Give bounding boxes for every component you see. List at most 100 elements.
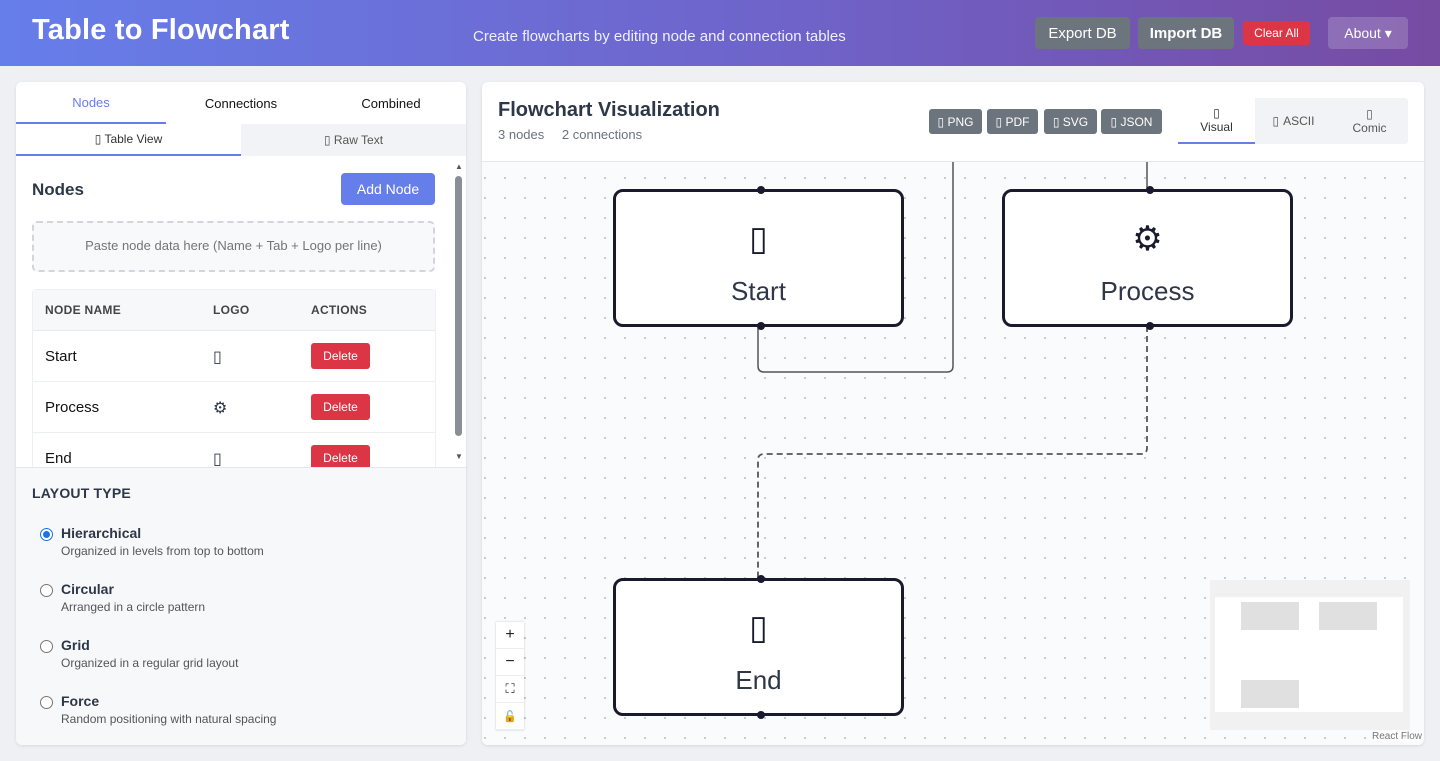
layout-option-circular[interactable]: Circular Arranged in a circle pattern [40, 581, 440, 621]
radio-force[interactable] [40, 696, 53, 709]
fit-view-icon[interactable]: ⛶ [496, 676, 524, 703]
tab-table-view[interactable]: ▯ Table View [16, 124, 241, 156]
ascii-icon: ▯ [1272, 114, 1280, 128]
tab-visual[interactable]: ▯ Visual [1178, 98, 1255, 144]
scroll-thumb[interactable] [455, 176, 462, 436]
scroll-down-icon[interactable]: ▼ [455, 452, 463, 461]
node-handle-bottom[interactable] [757, 322, 765, 330]
table-row: Start ▯ Delete [33, 331, 435, 382]
export-pdf-button[interactable]: ▯ PDF [987, 109, 1038, 134]
about-menu-button[interactable]: About ▾ [1328, 17, 1408, 49]
delete-node-button[interactable]: Delete [311, 394, 370, 420]
tab-ascii[interactable]: ▯ ASCII [1255, 98, 1332, 144]
layout-option-hierarchical[interactable]: Hierarchical Organized in levels from to… [40, 525, 440, 565]
radio-grid[interactable] [40, 640, 53, 653]
node-name-cell[interactable]: Start [45, 348, 77, 365]
minimap-node [1319, 602, 1377, 630]
minimap[interactable] [1210, 580, 1410, 730]
node-handle-bottom[interactable] [1146, 322, 1154, 330]
tab-label: ASCII [1283, 114, 1315, 128]
react-flow-attribution[interactable]: React Flow [1372, 731, 1423, 742]
add-node-button[interactable]: Add Node [341, 173, 435, 205]
radio-circular[interactable] [40, 584, 53, 597]
column-header-actions: ACTIONS [311, 303, 368, 317]
layout-title: LAYOUT TYPE [32, 485, 131, 501]
view-mode-tabs: ▯ Table View ▯ Raw Text [16, 124, 466, 156]
connection-count: 2 connections [561, 127, 643, 142]
edge-process-to-end[interactable] [757, 326, 1148, 580]
tab-combined[interactable]: Combined [316, 82, 466, 124]
comic-icon: ▯ [1366, 107, 1373, 121]
flow-node-process[interactable]: ⚙ Process [1002, 186, 1293, 330]
export-svg-button[interactable]: ▯ SVG [1044, 109, 1097, 134]
node-logo-cell[interactable]: ⚙ [213, 400, 228, 417]
visual-icon: ▯ [1213, 106, 1220, 120]
option-description: Arranged in a circle pattern [61, 600, 206, 614]
tab-raw-text[interactable]: ▯ Raw Text [241, 124, 466, 156]
minimap-node [1241, 680, 1299, 708]
option-label: Hierarchical [61, 525, 142, 541]
zoom-out-icon[interactable]: − [496, 649, 524, 676]
table-header: NODE NAME LOGO ACTIONS [33, 290, 435, 331]
option-description: Organized in levels from top to bottom [61, 544, 264, 558]
section-title: Nodes [32, 180, 84, 199]
minimap-node [1241, 602, 1299, 630]
node-handle-bottom[interactable] [757, 711, 765, 719]
layout-option-grid[interactable]: Grid Organized in a regular grid layout [40, 637, 440, 677]
layout-option-force[interactable]: Force Random positioning with natural sp… [40, 693, 440, 733]
import-db-button[interactable]: Import DB [1138, 17, 1234, 49]
node-logo-icon: ▯ [749, 220, 768, 258]
node-handle-top[interactable] [757, 186, 765, 194]
visualization-panel: Flowchart Visualization 3 nodes 2 connec… [482, 82, 1424, 745]
editor-panel: Nodes Connections Combined ▯ Table View … [16, 82, 466, 745]
tab-connections[interactable]: Connections [166, 82, 316, 124]
layout-type-section: LAYOUT TYPE Hierarchical Organized in le… [16, 467, 466, 745]
export-json-button[interactable]: ▯ JSON [1101, 109, 1162, 134]
node-handle-top[interactable] [757, 575, 765, 583]
gear-icon: ⚙ [1132, 220, 1163, 258]
lock-icon[interactable]: 🔓 [496, 703, 524, 730]
visualization-header: Flowchart Visualization 3 nodes 2 connec… [482, 82, 1424, 162]
scroll-up-icon[interactable]: ▲ [455, 162, 463, 171]
flow-canvas[interactable]: ▯ Start ⚙ Process ▯ End + − ⛶ 🔓 [482, 162, 1424, 745]
node-handle-top[interactable] [1146, 186, 1154, 194]
node-logo-cell[interactable]: ▯ [213, 451, 222, 467]
minimap-viewport[interactable] [1215, 597, 1403, 712]
node-label: Start [731, 276, 786, 306]
edge-start-to-process[interactable] [757, 162, 954, 373]
visualization-title: Flowchart Visualization [498, 99, 720, 121]
clear-all-button[interactable]: Clear All [1243, 21, 1310, 45]
nodes-section: Nodes Add Node NODE NAME LOGO ACTIONS St… [16, 156, 466, 467]
export-db-button[interactable]: Export DB [1035, 17, 1130, 49]
node-logo-cell[interactable]: ▯ [213, 349, 222, 366]
app-subtitle: Create flowcharts by editing node and co… [473, 28, 846, 45]
app-title: Table to Flowchart [32, 14, 290, 46]
app-header: Table to Flowchart Create flowcharts by … [0, 0, 1440, 66]
edges-layer [757, 162, 1148, 580]
zoom-in-icon[interactable]: + [496, 622, 524, 649]
radio-hierarchical[interactable] [40, 528, 53, 541]
delete-node-button[interactable]: Delete [311, 343, 370, 369]
tab-comic[interactable]: ▯ Comic [1331, 98, 1408, 144]
node-label: Process [1100, 276, 1195, 306]
flow-node-end[interactable]: ▯ End [613, 575, 904, 719]
tab-nodes[interactable]: Nodes [16, 82, 166, 124]
node-name-cell[interactable]: Process [45, 399, 100, 416]
node-count: 3 nodes [498, 127, 545, 142]
paste-node-input[interactable] [32, 221, 435, 272]
option-label: Force [61, 693, 100, 709]
flowchart-stats: 3 nodes 2 connections [498, 127, 656, 142]
option-label: Grid [61, 637, 90, 653]
flow-node-start[interactable]: ▯ Start [613, 186, 904, 330]
nodes-scrollbar[interactable]: ▲ ▼ [453, 156, 463, 467]
export-png-button[interactable]: ▯ PNG [929, 109, 982, 134]
option-description: Organized in a regular grid layout [61, 656, 239, 670]
view-tabs: ▯ Visual ▯ ASCII ▯ Comic [1178, 98, 1408, 144]
table-row: End ▯ Delete [33, 433, 435, 467]
node-name-cell[interactable]: End [45, 450, 72, 467]
nodes-table: NODE NAME LOGO ACTIONS Start ▯ Delete Pr… [32, 289, 436, 467]
delete-node-button[interactable]: Delete [311, 445, 370, 467]
option-label: Circular [61, 581, 114, 597]
tab-label: Visual [1200, 120, 1233, 134]
option-description: Random positioning with natural spacing [61, 712, 277, 726]
